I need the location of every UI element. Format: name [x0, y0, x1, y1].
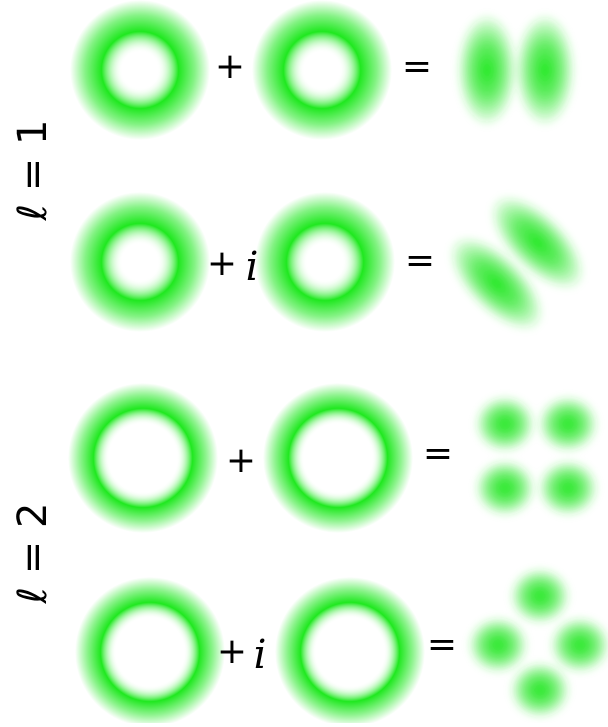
- ring-beam-3b: [263, 383, 413, 533]
- result-two-lobes-vertical: [457, 14, 575, 126]
- plus-operator-3: +: [226, 440, 256, 481]
- group-label-l2: ℓ = 2: [10, 503, 56, 605]
- imaginary-unit-4: i: [254, 632, 267, 678]
- ring-beam-4b: [275, 577, 425, 723]
- result-four-lobes-diamond: [468, 568, 608, 718]
- ring-beam-4a: [75, 577, 225, 723]
- equals-operator-3: =: [423, 433, 453, 474]
- ring-beam-1b: [252, 0, 392, 140]
- ring-beam-1a: [70, 0, 210, 140]
- plus-operator-2: +: [207, 243, 237, 284]
- equals-operator-1: =: [402, 46, 432, 87]
- plus-operator-4: +: [217, 631, 247, 672]
- result-two-lobes-diagonal: [434, 180, 599, 345]
- equals-operator-2: =: [405, 240, 435, 281]
- ring-beam-3a: [68, 383, 218, 533]
- plus-operator-1: +: [215, 46, 245, 87]
- imaginary-unit-2: i: [246, 244, 259, 290]
- ring-beam-2b: [255, 192, 395, 332]
- ring-beam-2a: [70, 192, 210, 332]
- group-label-l1: ℓ = 1: [10, 120, 56, 222]
- equals-operator-4: =: [427, 624, 457, 665]
- result-four-lobes-square: [475, 396, 598, 516]
